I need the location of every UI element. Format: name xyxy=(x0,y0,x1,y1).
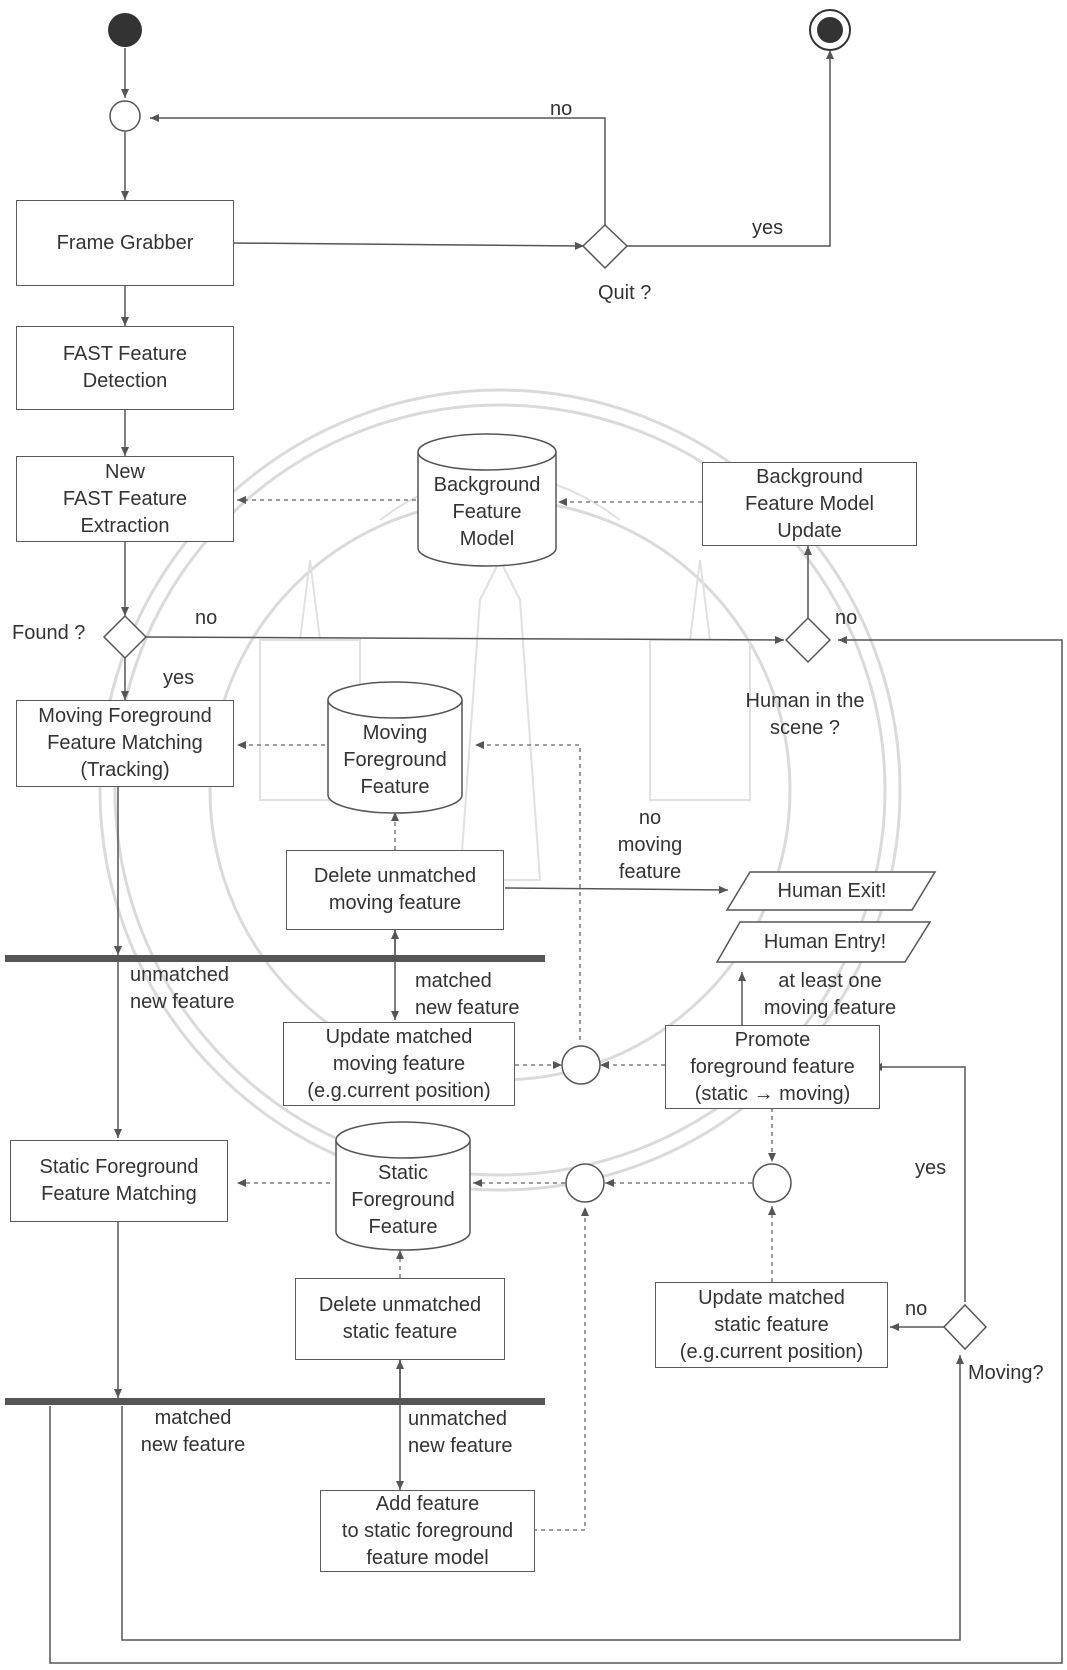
merge-node-top xyxy=(110,101,140,131)
node-promote: Promote foreground feature (static → mov… xyxy=(665,1025,880,1109)
label-matched-new-2: matched new feature xyxy=(128,1405,258,1459)
label-yes-found: yes xyxy=(163,665,194,692)
node-delete-static: Delete unmatched static feature xyxy=(295,1278,505,1360)
edge-quit-yes xyxy=(627,50,830,246)
label-at-least-one: at least one moving feature xyxy=(755,968,905,1022)
label-matched-new-1: matched new feature xyxy=(415,968,520,1022)
edge-bar2-loop-to-moving-q xyxy=(122,1355,960,1640)
edge-found-no xyxy=(146,637,784,640)
end-node-inner xyxy=(817,17,843,43)
decision-found xyxy=(104,616,146,658)
edge-grabber-to-quit xyxy=(233,243,584,246)
edge-delete-to-exit xyxy=(505,888,728,890)
node-add-feature: Add feature to static foreground feature… xyxy=(320,1490,535,1572)
node-background-update: Background Feature Model Update xyxy=(702,462,917,546)
label-yes-top: yes xyxy=(752,215,783,242)
node-update-moving: Update matched moving feature (e.g.curre… xyxy=(283,1022,515,1106)
merge-node-static xyxy=(566,1164,604,1202)
store-background-model: Background Feature Model xyxy=(418,468,556,556)
node-update-static: Update matched static feature (e.g.curre… xyxy=(655,1282,888,1368)
label-no-found: no xyxy=(195,605,217,632)
label-no-top: no xyxy=(550,96,572,123)
node-fast-detection: FAST Feature Detection xyxy=(16,326,234,410)
label-found: Found ? xyxy=(12,620,85,647)
sync-bar-2 xyxy=(5,1398,545,1405)
decision-human xyxy=(786,618,830,662)
merge-node-moving xyxy=(562,1046,600,1084)
node-delete-moving: Delete unmatched moving feature xyxy=(286,850,504,930)
decision-quit xyxy=(583,225,627,268)
decision-moving xyxy=(944,1305,986,1349)
node-frame-grabber: Frame Grabber xyxy=(16,200,234,286)
store-moving-foreground: Moving Foreground Feature xyxy=(328,716,462,804)
start-node xyxy=(108,13,142,47)
flow-add-to-merge2 xyxy=(533,1207,585,1530)
label-unmatched-new-1: unmatched new feature xyxy=(130,962,235,1016)
node-new-fast-extraction: New FAST Feature Extraction xyxy=(16,456,234,542)
node-moving-matching: Moving Foreground Feature Matching (Trac… xyxy=(16,700,234,787)
label-no-moving-feature: no moving feature xyxy=(600,805,700,886)
label-human-in-scene: Human in the scene ? xyxy=(735,688,875,742)
signal-human-exit: Human Exit! xyxy=(742,872,922,910)
label-unmatched-new-2: unmatched new feature xyxy=(408,1406,513,1460)
node-static-matching: Static Foreground Feature Matching xyxy=(10,1140,228,1222)
label-moving-q: Moving? xyxy=(968,1360,1044,1387)
label-yes-moving: yes xyxy=(915,1155,946,1182)
signal-human-entry: Human Entry! xyxy=(735,922,915,962)
sync-bar-1 xyxy=(5,955,545,962)
label-no-moving: no xyxy=(905,1296,927,1323)
edge-moving-yes xyxy=(873,1067,965,1302)
store-static-foreground: Static Foreground Feature xyxy=(336,1156,470,1244)
merge-node-promote xyxy=(753,1164,791,1202)
label-quit: Quit ? xyxy=(598,280,651,307)
label-no-human: no xyxy=(835,605,857,632)
